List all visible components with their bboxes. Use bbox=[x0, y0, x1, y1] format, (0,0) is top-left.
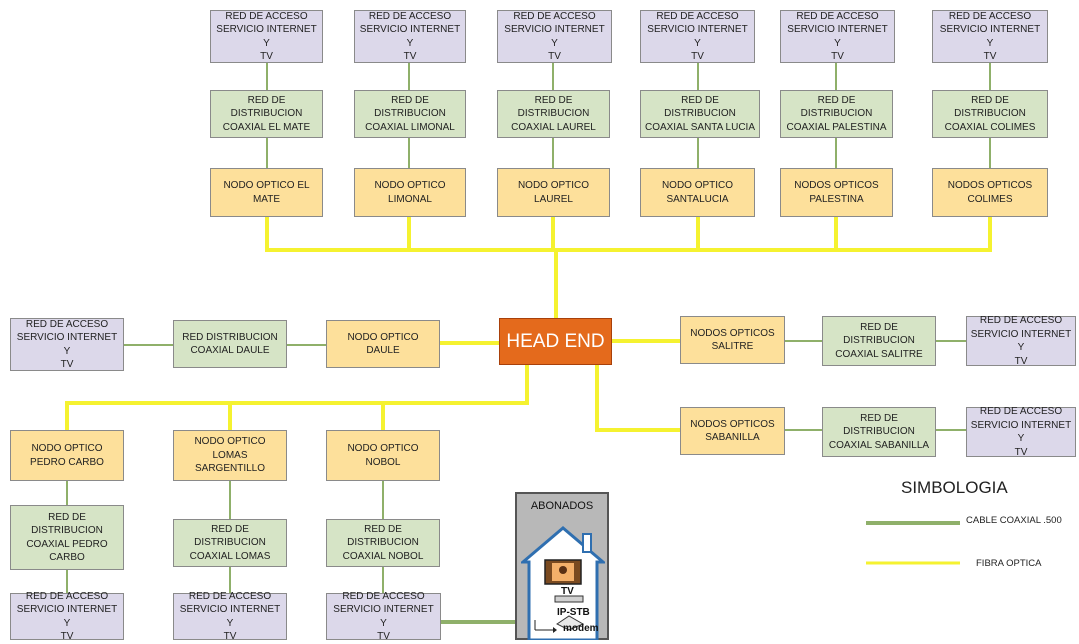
distribution-network-nobol: RED DE DISTRIBUCION COAXIAL NOBOL bbox=[326, 519, 440, 567]
set-top-box-icon bbox=[554, 595, 584, 603]
optical-node-lomas-sargentillo: NODO OPTICO LOMAS SARGENTILLO bbox=[173, 430, 287, 481]
stb-label: IP-STB bbox=[557, 607, 590, 618]
access-network-santa-lucia: RED DE ACCESO SERVICIO INTERNET Y TV bbox=[640, 10, 755, 63]
optical-node-santa-lucia: NODO OPTICO SANTALUCIA bbox=[640, 168, 755, 217]
optical-node-daule: NODO OPTICO DAULE bbox=[326, 320, 440, 368]
distribution-network-el-mate: RED DE DISTRIBUCION COAXIAL EL MATE bbox=[210, 90, 323, 138]
optical-node-laurel: NODO OPTICO LAUREL bbox=[497, 168, 610, 217]
tv-label: TV bbox=[561, 586, 574, 597]
access-network-pedro-carbo: RED DE ACCESO SERVICIO INTERNET Y TV bbox=[10, 591, 124, 642]
distribution-network-palestina: RED DE DISTRIBUCION COAXIAL PALESTINA bbox=[780, 90, 893, 138]
distribution-network-limonal: RED DE DISTRIBUCION COAXIAL LIMONAL bbox=[354, 90, 466, 138]
optical-node-sabanilla: NODOS OPTICOS SABANILLA bbox=[680, 407, 785, 455]
legend-title: SIMBOLOGIA bbox=[901, 478, 1008, 497]
access-network-lomas: RED DE ACCESO SERVICIO INTERNET Y TV bbox=[173, 591, 287, 642]
access-network-salitre: RED DE ACCESO SERVICIO INTERNET Y TV bbox=[966, 315, 1076, 367]
optical-node-colimes: NODOS OPTICOS COLIMES bbox=[932, 168, 1048, 217]
distribution-network-salitre: RED DE DISTRIBUCION COAXIAL SALITRE bbox=[822, 316, 936, 366]
optical-node-pedro-carbo: NODO OPTICO PEDRO CARBO bbox=[10, 430, 124, 481]
optical-node-salitre: NODOS OPTICOS SALITRE bbox=[680, 316, 785, 364]
access-network-palestina: RED DE ACCESO SERVICIO INTERNET Y TV bbox=[780, 10, 895, 63]
legend-coax-label: CABLE COAXIAL .500 bbox=[966, 515, 1062, 526]
distribution-network-lomas: RED DE DISTRIBUCION COAXIAL LOMAS bbox=[173, 519, 287, 567]
distribution-network-colimes: RED DE DISTRIBUCION COAXIAL COLIMES bbox=[932, 90, 1048, 138]
legend-fiber-label: FIBRA OPTICA bbox=[976, 558, 1042, 569]
house-icon bbox=[521, 526, 605, 640]
distribution-network-laurel: RED DE DISTRIBUCION COAXIAL LAUREL bbox=[497, 90, 610, 138]
access-network-sabanilla: RED DE ACCESO SERVICIO INTERNET Y TV bbox=[966, 406, 1076, 458]
optical-node-el-mate: NODO OPTICO EL MATE bbox=[210, 168, 323, 217]
distribution-network-pedro-carbo: RED DE DISTRIBUCION COAXIAL PEDRO CARBO bbox=[10, 505, 124, 570]
distribution-network-sabanilla: RED DE DISTRIBUCION COAXIAL SABANILLA bbox=[822, 407, 936, 457]
modem-label: modem bbox=[563, 623, 599, 634]
optical-node-nobol: NODO OPTICO NOBOL bbox=[326, 430, 440, 481]
fiber-links bbox=[65, 217, 992, 432]
coax-links bbox=[66, 63, 991, 593]
subscribers-title: ABONADOS bbox=[530, 500, 594, 512]
head-end: HEAD END bbox=[499, 318, 612, 365]
optical-node-limonal: NODO OPTICO LIMONAL bbox=[354, 168, 466, 217]
distribution-network-santa-lucia: RED DE DISTRIBUCION COAXIAL SANTA LUCIA bbox=[640, 90, 760, 138]
subscribers-panel: ABONADOS TV IP-STB modem bbox=[515, 492, 609, 640]
access-network-daule: RED DE ACCESO SERVICIO INTERNET Y TV bbox=[10, 318, 124, 371]
access-network-laurel: RED DE ACCESO SERVICIO INTERNET Y TV bbox=[497, 10, 612, 63]
distribution-network-daule: RED DISTRIBUCION COAXIAL DAULE bbox=[173, 320, 287, 368]
access-network-nobol: RED DE ACCESO SERVICIO INTERNET Y TV bbox=[326, 591, 441, 642]
access-network-colimes: RED DE ACCESO SERVICIO INTERNET Y TV bbox=[932, 10, 1048, 63]
access-network-limonal: RED DE ACCESO SERVICIO INTERNET Y TV bbox=[354, 10, 466, 63]
access-network-el-mate: RED DE ACCESO SERVICIO INTERNET Y TV bbox=[210, 10, 323, 63]
modem-icon bbox=[556, 615, 585, 631]
optical-node-palestina: NODOS OPTICOS PALESTINA bbox=[780, 168, 893, 217]
